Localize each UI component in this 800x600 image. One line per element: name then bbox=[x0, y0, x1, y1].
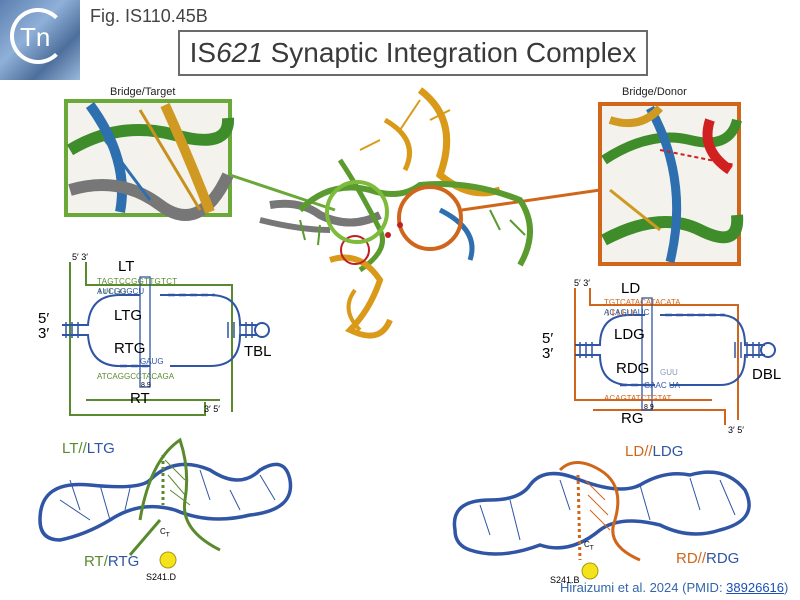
structure-right-ct: CT bbox=[584, 540, 594, 552]
structure-left bbox=[38, 437, 293, 569]
structure-left-rtg: RTG bbox=[107, 553, 140, 570]
tn-logo: Tn bbox=[0, 0, 80, 80]
donor-5prime: 5′ bbox=[542, 330, 554, 347]
target-seq-bottom: ATCAGGCCTACAGA bbox=[97, 372, 175, 381]
donor-seq-bottom: ACAGTATCTGTAT bbox=[604, 394, 672, 403]
donor-seq-top: TGTCATACATACATA bbox=[604, 298, 681, 307]
title-suffix: Synaptic Integration Complex bbox=[262, 37, 637, 68]
structure-left-rt: RT bbox=[84, 553, 104, 570]
donor-seq-bottom-guide: GAAC UA bbox=[644, 381, 681, 390]
structure-right-sep-2: // bbox=[697, 550, 707, 567]
target-seq-top: TAGTCCGGTTGTCT bbox=[97, 277, 178, 286]
target-tbl-label: TBL bbox=[244, 343, 272, 360]
donor-rg-label: RG bbox=[621, 410, 644, 427]
donor-rdg-label: RDG bbox=[616, 360, 650, 377]
target-3prime: 3′ bbox=[38, 325, 50, 342]
target-5prime: 5′ bbox=[38, 310, 50, 327]
structure-left-ct: CT bbox=[160, 527, 170, 539]
connector-right bbox=[461, 188, 601, 212]
structure-left-ltg: LTG bbox=[86, 440, 115, 457]
logo-ring-icon bbox=[10, 8, 66, 64]
structure-left-site: S241.D bbox=[146, 572, 177, 582]
structure-left-lt: LT bbox=[62, 440, 79, 457]
inset-right bbox=[598, 102, 744, 266]
target-diagram bbox=[62, 262, 270, 416]
target-rt-label: RT bbox=[130, 390, 150, 407]
donor-ldg-label: LDG bbox=[614, 326, 645, 343]
donor-diagram bbox=[574, 288, 776, 425]
inset-right-label: Bridge/Donor bbox=[622, 86, 687, 98]
structure-right-ld: LD bbox=[625, 443, 645, 460]
title-prefix: IS bbox=[189, 37, 217, 68]
logo-text: Tn bbox=[20, 22, 51, 52]
donor-bottom-ends: 3′ 5′ bbox=[728, 425, 744, 435]
structure-right-top-label: LD//LDG bbox=[625, 443, 683, 460]
donor-top-ends: 5′ 3′ bbox=[574, 278, 590, 288]
highlight-orange-circle bbox=[397, 185, 463, 251]
structure-left-sep-1: // bbox=[78, 440, 87, 457]
central-structure bbox=[259, 87, 533, 339]
structure-left-bottom-label: RT/RTG bbox=[84, 553, 140, 570]
target-top-ends: 5′ 3′ bbox=[72, 252, 88, 262]
title-italic: 621 bbox=[216, 37, 263, 68]
highlight-green-circle bbox=[325, 180, 389, 244]
structure-right bbox=[452, 461, 751, 580]
target-seq-top-guide: AUCGGGCU bbox=[97, 287, 145, 296]
target-seq-bottom-guide: GAUG bbox=[140, 357, 164, 366]
target-rtg-label: RTG bbox=[114, 340, 146, 357]
inset-left-label: Bridge/Target bbox=[110, 86, 176, 98]
structure-right-ldg: LDG bbox=[652, 443, 684, 460]
target-lt-label: LT bbox=[118, 258, 135, 275]
pmid-link[interactable]: 38926616 bbox=[726, 580, 785, 595]
structure-right-sep-1: // bbox=[644, 443, 653, 460]
target-nums: 8 9 bbox=[141, 382, 151, 389]
citation-text: Hiraizumi et al. 2024 (PMID: bbox=[560, 580, 727, 595]
citation-close: ) bbox=[784, 580, 789, 595]
citation: Hiraizumi et al. 2024 (PMID: 38926616) bbox=[560, 580, 788, 595]
donor-ld-label: LD bbox=[621, 280, 641, 297]
donor-3prime: 3′ bbox=[542, 345, 554, 362]
connector-left bbox=[229, 173, 336, 212]
donor-seq-top-guide: ACAGUAUC bbox=[604, 308, 650, 317]
structure-right-site: S241.B bbox=[550, 575, 580, 585]
inset-left bbox=[64, 99, 234, 221]
structure-right-rd: RD bbox=[676, 550, 698, 567]
structure-left-top-label: LT//LTG bbox=[62, 440, 115, 457]
structure-right-bottom-label: RD//RDG bbox=[676, 550, 739, 567]
structure-right-rdg: RDG bbox=[706, 550, 740, 567]
target-bottom-ends: 3′ 5′ bbox=[204, 404, 220, 414]
target-ltg-label: LTG bbox=[114, 307, 143, 324]
donor-seq-guu: GUU bbox=[660, 368, 678, 377]
donor-dbl-label: DBL bbox=[752, 366, 782, 383]
figure-label: Fig. IS110.45B bbox=[90, 6, 208, 26]
donor-nums: 8 9 bbox=[644, 404, 654, 411]
